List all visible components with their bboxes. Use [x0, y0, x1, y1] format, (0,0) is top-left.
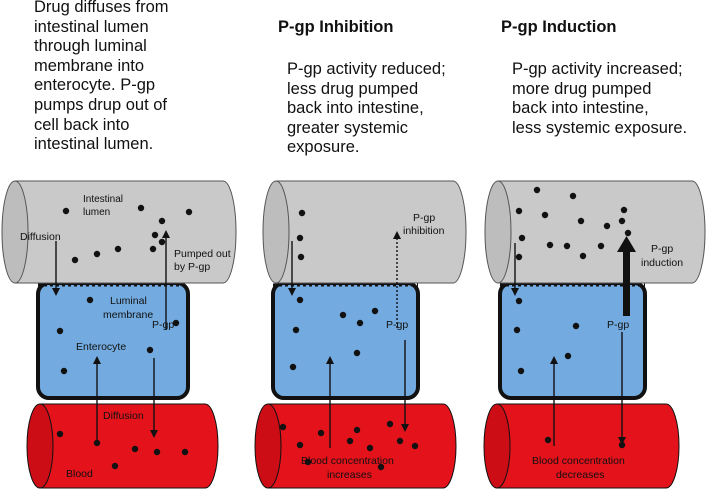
lumen-drug-dots-3 [515, 186, 632, 261]
blood-vessel-2 [254, 403, 457, 489]
blood-vessel-3 [483, 403, 680, 489]
diffusion-blood-label: Diffusion [103, 410, 144, 422]
panel-1-description: Drug diffuses from intestinal lumen thro… [34, 0, 169, 154]
intestinal-lumen-1 [1, 180, 237, 284]
blood-drug-dots-2 [279, 420, 419, 471]
intestinal-lumen-3 [484, 180, 706, 284]
blood-decreases-label-line2: decreases [556, 469, 604, 481]
blood-drug-dots-1 [56, 430, 189, 470]
intestinal-lumen-label: Intestinal [83, 194, 123, 205]
pgp-inhibition-label-line2: inhibition [403, 225, 445, 237]
induced-pump-arrow [623, 250, 630, 316]
cell-drug-dots-3 [513, 297, 580, 375]
panel-3-diagram: P-gp induction P-gp Blood concentration … [483, 180, 706, 489]
panel-2-description: P-gp activity reduced; less drug pumped … [287, 60, 446, 157]
panel-2-title: P-gp Inhibition [278, 18, 394, 36]
pgp-label-2: P-gp [386, 319, 408, 331]
cell-drug-dots-1 [56, 296, 180, 375]
enterocyte-label: Enterocyte [76, 341, 126, 353]
pumped-out-label: Pumped out [174, 248, 231, 260]
luminal-membrane-label: Luminal [110, 295, 147, 307]
panel-1-diagram: Intestinal lumen Diffusion Pumped out by… [1, 180, 237, 489]
luminal-membrane-label-line2: membrane [103, 309, 153, 321]
panel-3-description: P-gp activity increased; more drug pumpe… [512, 60, 688, 137]
pgp-inhibition-label: P-gp [413, 212, 435, 224]
diffusion-label: Diffusion [20, 231, 61, 243]
lumen-drug-dots-2 [296, 209, 306, 261]
pgp-label-1: P-gp [152, 319, 174, 331]
pumped-out-label-line2: by P-gp [174, 261, 210, 273]
lumen-drug-dots-1 [62, 204, 193, 264]
blood-vessel-1 [26, 403, 219, 489]
panel-3-title: P-gp Induction [501, 18, 617, 36]
blood-label: Blood [66, 468, 93, 480]
blood-increases-label-line2: increases [327, 469, 372, 481]
panel-2-diagram: P-gp inhibition P-gp Blood concentration… [254, 180, 467, 489]
pgp-label-3: P-gp [607, 319, 629, 331]
pgp-induction-label-line2: induction [641, 257, 683, 269]
intestinal-lumen-label-line2: lumen [83, 207, 110, 218]
cell-drug-dots-2 [289, 296, 379, 371]
blood-increases-label: Blood concentration [301, 455, 394, 467]
enterocyte-cell-2 [271, 281, 420, 400]
intestinal-lumen-2 [262, 180, 467, 284]
pgp-induction-label: P-gp [651, 243, 673, 255]
blood-decreases-label: Blood concentration [532, 455, 625, 467]
